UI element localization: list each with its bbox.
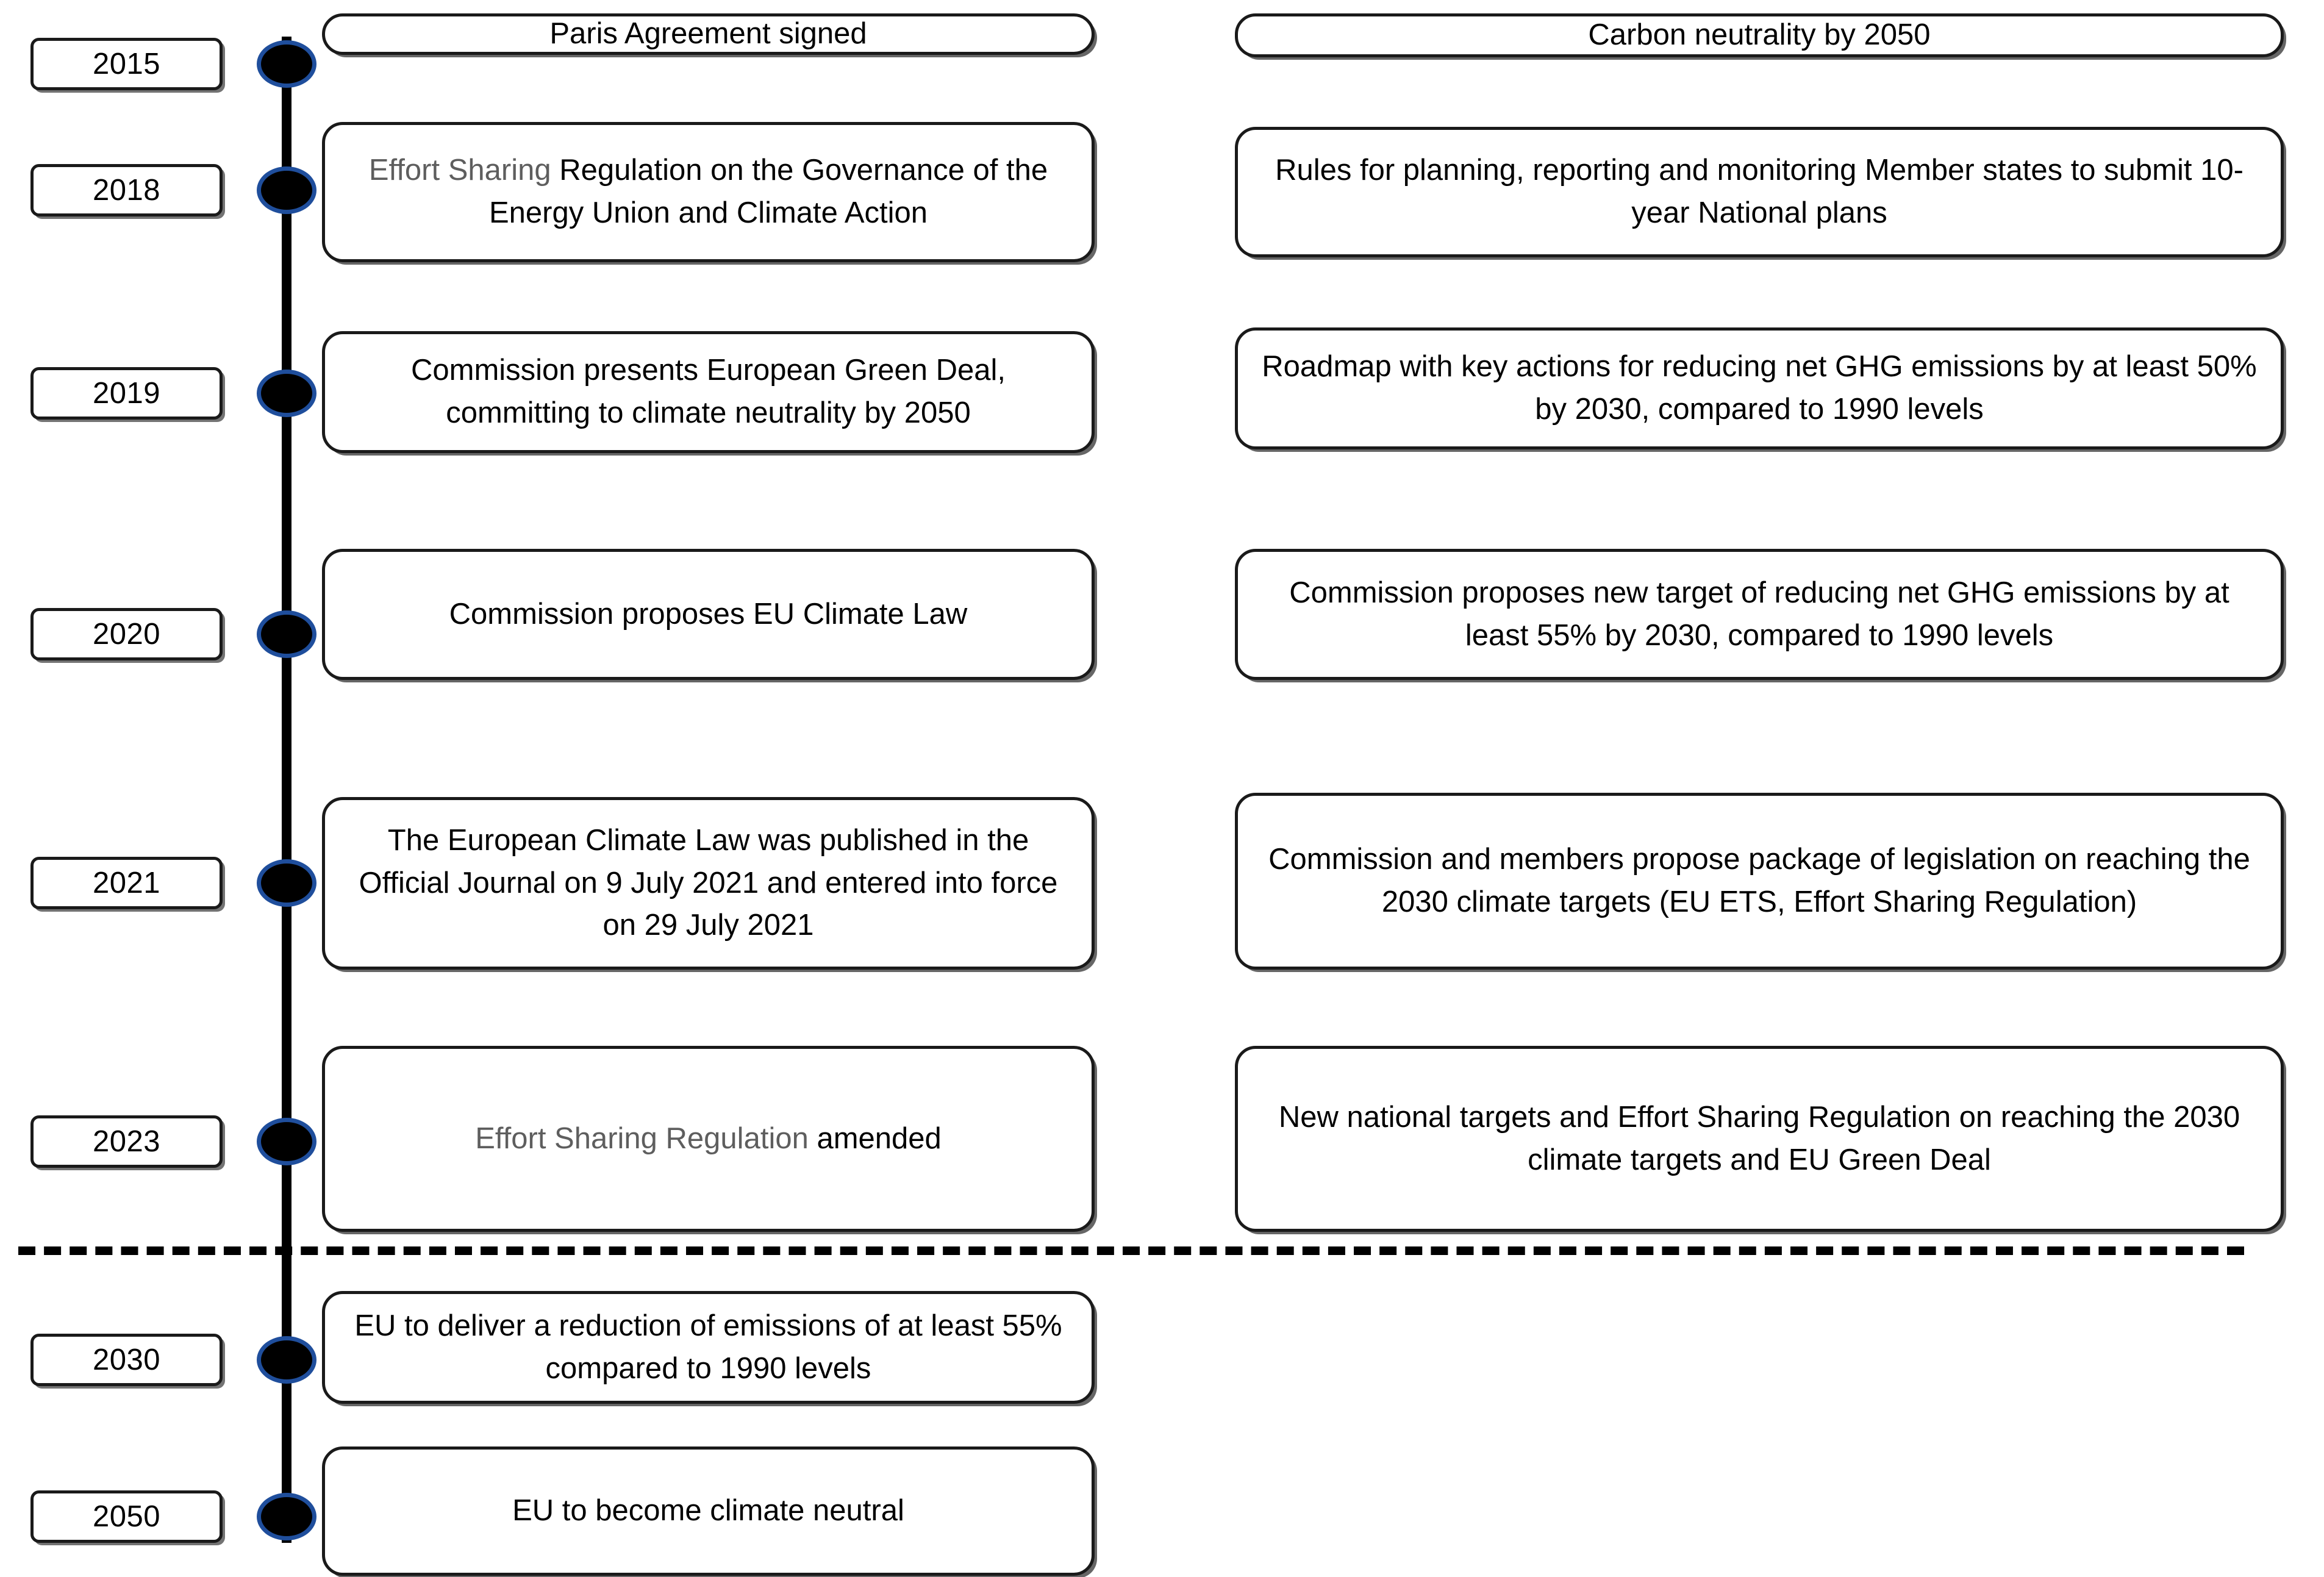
detail-text: Commission proposes new target of reduci…	[1289, 576, 2229, 652]
detail-text: Carbon neutrality by 2050	[1588, 18, 1931, 52]
detail-box-2019[interactable]: Roadmap with key actions for reducing ne…	[1235, 327, 2284, 449]
timeline-dot-2019[interactable]	[257, 370, 316, 417]
milestone-box-2030[interactable]: EU to deliver a reduction of emissions o…	[322, 1291, 1095, 1404]
year-label: 2050	[92, 1500, 160, 1533]
milestone-box-2019[interactable]: Commission presents European Green Deal,…	[322, 331, 1095, 453]
milestone-box-2050[interactable]: EU to become climate neutral	[322, 1446, 1095, 1576]
detail-box-2023[interactable]: New national targets and Effort Sharing …	[1235, 1046, 2284, 1232]
milestone-text: Commission proposes EU Climate Law	[449, 597, 968, 631]
year-box-2050[interactable]: 2050	[30, 1490, 223, 1543]
year-label: 2019	[92, 376, 160, 410]
milestone-text: Effort Sharing Regulation amended	[475, 1121, 942, 1155]
year-label: 2020	[92, 617, 160, 651]
milestone-text: Commission presents European Green Deal,…	[410, 354, 1006, 429]
year-box-2020[interactable]: 2020	[30, 608, 223, 660]
milestone-box-2015[interactable]: Paris Agreement signed	[322, 13, 1095, 55]
year-box-2030[interactable]: 2030	[30, 1334, 223, 1386]
year-label: 2030	[92, 1343, 160, 1376]
year-label: 2023	[92, 1125, 160, 1158]
timeline-dot-2050[interactable]	[257, 1493, 316, 1540]
milestone-box-2018[interactable]: Effort Sharing Regulation on the Governa…	[322, 122, 1095, 262]
milestone-text: Effort Sharing Regulation on the Governa…	[368, 154, 1048, 229]
year-box-2021[interactable]: 2021	[30, 857, 223, 909]
milestone-box-2021[interactable]: The European Climate Law was published i…	[322, 797, 1095, 970]
timeline-dot-2015[interactable]	[257, 40, 316, 88]
year-box-2018[interactable]: 2018	[30, 164, 223, 216]
detail-box-2021[interactable]: Commission and members propose package o…	[1235, 793, 2284, 970]
milestone-text: The European Climate Law was published i…	[359, 824, 1058, 942]
timeline-dot-2030[interactable]	[257, 1336, 316, 1384]
timeline-dot-2023[interactable]	[257, 1118, 316, 1165]
milestone-box-2023[interactable]: Effort Sharing Regulation amended	[322, 1046, 1095, 1232]
detail-text: Rules for planning, reporting and monito…	[1275, 154, 2244, 229]
detail-text: Roadmap with key actions for reducing ne…	[1262, 350, 2257, 426]
timeline-dot-2018[interactable]	[257, 166, 316, 214]
year-box-2019[interactable]: 2019	[30, 367, 223, 420]
detail-box-2015[interactable]: Carbon neutrality by 2050	[1235, 13, 2284, 57]
milestone-box-2020[interactable]: Commission proposes EU Climate Law	[322, 549, 1095, 680]
year-label: 2018	[92, 173, 160, 207]
milestone-text: Paris Agreement signed	[549, 17, 867, 51]
timeline-spine	[282, 37, 291, 1543]
detail-text: New national targets and Effort Sharing …	[1278, 1100, 2240, 1176]
year-label: 2021	[92, 866, 160, 899]
detail-box-2020[interactable]: Commission proposes new target of reduci…	[1235, 549, 2284, 680]
past-future-divider	[18, 1246, 2244, 1255]
year-box-2023[interactable]: 2023	[30, 1115, 223, 1168]
year-label: 2015	[92, 47, 160, 80]
timeline-dot-2020[interactable]	[257, 610, 316, 658]
timeline-dot-2021[interactable]	[257, 859, 316, 907]
milestone-text: EU to become climate neutral	[512, 1494, 904, 1528]
detail-text: Commission and members propose package o…	[1268, 843, 2250, 918]
year-box-2015[interactable]: 2015	[30, 38, 223, 90]
detail-box-2018[interactable]: Rules for planning, reporting and monito…	[1235, 127, 2284, 257]
milestone-text: EU to deliver a reduction of emissions o…	[354, 1309, 1062, 1385]
